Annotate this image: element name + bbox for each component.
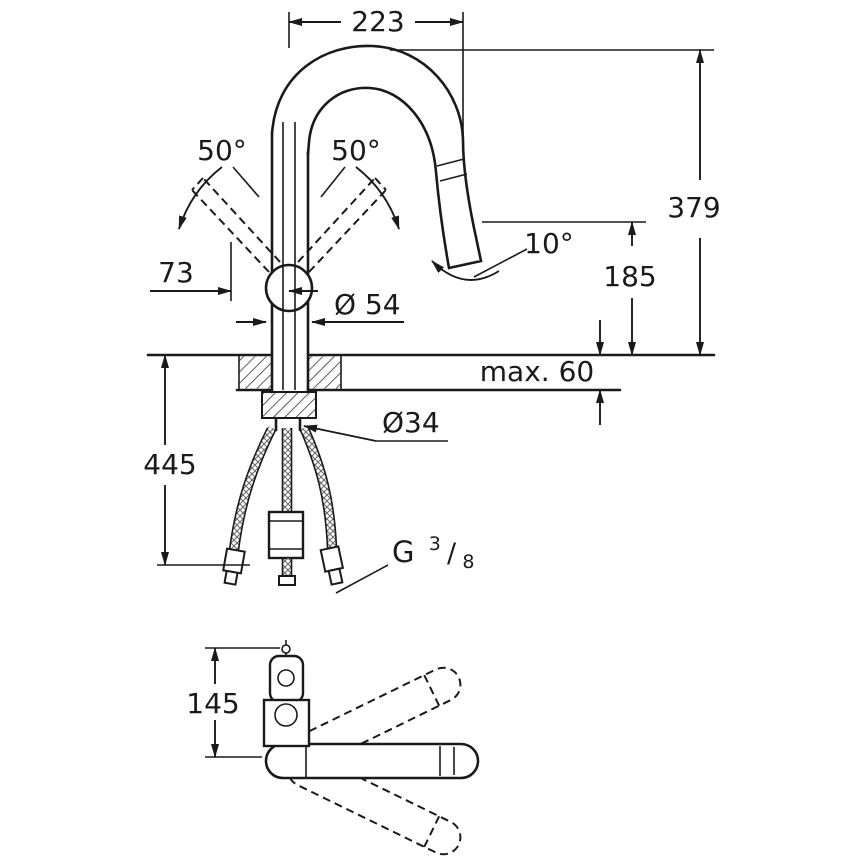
label-thread-size: G 3 / 8 bbox=[392, 523, 474, 573]
label-handle-depth: 145 bbox=[186, 687, 239, 720]
ball-joint bbox=[264, 263, 314, 313]
lever-swing-right bbox=[297, 166, 400, 273]
dim-total-height: 379 bbox=[390, 49, 721, 356]
pullout-hose-end bbox=[278, 575, 296, 586]
lever-swing-left bbox=[178, 166, 281, 273]
label-shank-diameter: Ø34 bbox=[382, 406, 440, 439]
dim-max-counter-thickness: max. 60 bbox=[480, 320, 604, 425]
faucet-front-view: 223 379 185 max. 60 Ø 54 Ø34 bbox=[143, 5, 721, 594]
dim-hose-length: 445 bbox=[143, 354, 250, 566]
mounting-nut bbox=[261, 391, 317, 419]
label-swing-left: 50° bbox=[197, 134, 247, 167]
hose-connector-right bbox=[319, 545, 345, 586]
dim-spout-projection: 223 bbox=[288, 5, 464, 134]
label-max-counter-thickness: max. 60 bbox=[480, 355, 594, 388]
body-top-view bbox=[262, 640, 311, 748]
lever-pin bbox=[281, 644, 291, 654]
label-body-diameter: Ø 54 bbox=[334, 288, 401, 321]
mounting-hardware bbox=[261, 391, 317, 432]
counter-hatch-left bbox=[239, 356, 271, 389]
spray-angle-arc bbox=[431, 260, 500, 281]
dim-spout-height: 185 bbox=[482, 221, 657, 356]
label-spout-height: 185 bbox=[603, 260, 656, 293]
dim-lever-offset: 73 bbox=[150, 242, 318, 301]
dim-handle-depth: 145 bbox=[186, 647, 280, 758]
dim-lever-swing-angles: 50° 50° bbox=[197, 134, 381, 198]
counter-hatch-right bbox=[309, 356, 341, 389]
swing-arc-right bbox=[355, 166, 400, 230]
dim-shank-diameter: Ø34 bbox=[303, 406, 448, 442]
body-housing bbox=[262, 698, 311, 748]
swivel-arm-dashed-lower bbox=[286, 751, 462, 856]
label-lever-offset: 73 bbox=[158, 256, 194, 289]
faucet-top-view: 145 bbox=[186, 640, 480, 856]
swing-arc-left bbox=[178, 166, 223, 230]
label-swing-right: 50° bbox=[331, 134, 381, 167]
supply-hoses bbox=[222, 425, 345, 586]
hose-connector-left bbox=[222, 547, 246, 586]
dim-thread-size: G 3 / 8 bbox=[335, 523, 474, 594]
spray-head-joint-line bbox=[436, 158, 465, 167]
dim-body-diameter: Ø 54 bbox=[236, 288, 404, 326]
hose-weight bbox=[267, 510, 305, 560]
swivel-arm-solid bbox=[264, 742, 480, 780]
dim-spray-angle: 10° bbox=[431, 227, 574, 281]
spout-outline bbox=[270, 44, 483, 394]
countertop bbox=[146, 353, 716, 392]
spray-head-joint-line bbox=[439, 173, 468, 182]
label-spray-angle: 10° bbox=[524, 227, 574, 260]
lever-top-view bbox=[268, 654, 305, 704]
label-spout-projection: 223 bbox=[351, 5, 404, 38]
label-total-height: 379 bbox=[667, 191, 720, 224]
swivel-arm-dashed-upper bbox=[286, 666, 462, 771]
label-hose-length: 445 bbox=[143, 448, 196, 481]
